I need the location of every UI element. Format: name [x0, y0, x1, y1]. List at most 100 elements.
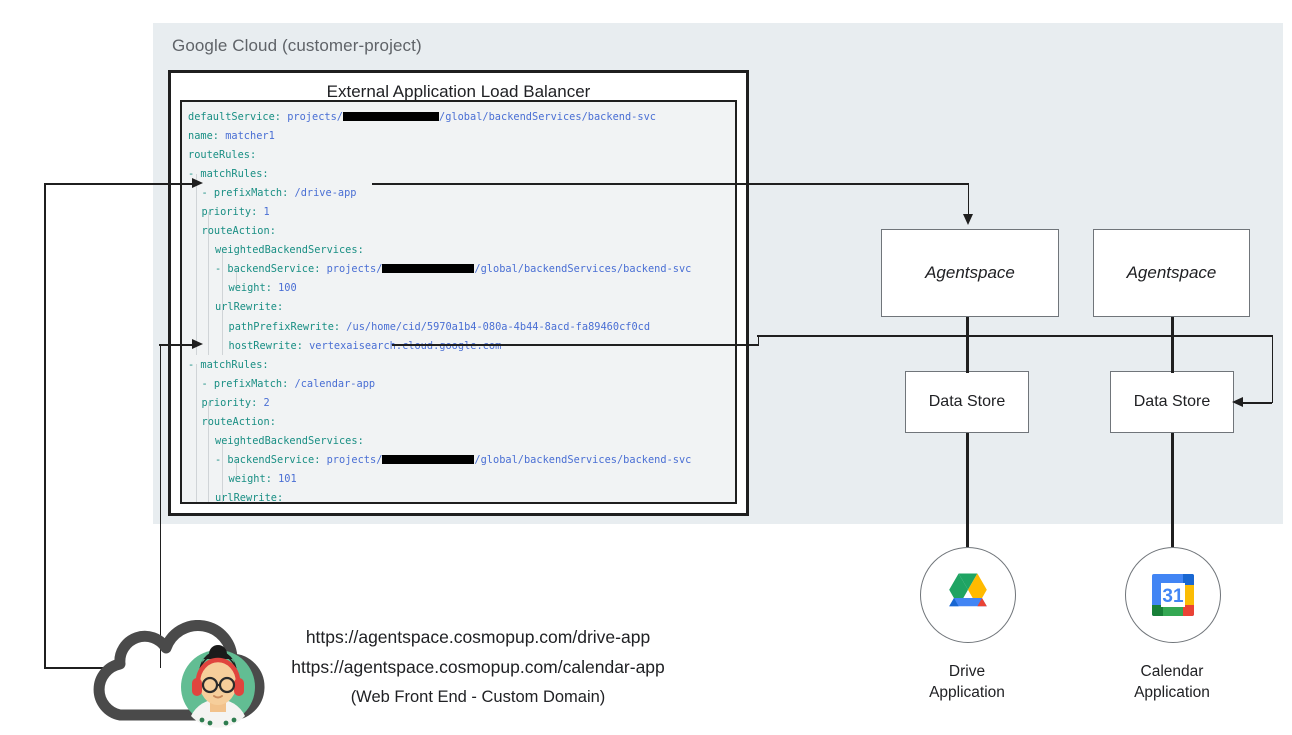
url-map-yaml-panel: defaultService: projects//global/backend… [180, 100, 737, 504]
yaml-token: pathPrefixRewrite: [228, 320, 347, 333]
yaml-token: - matchRules: [188, 358, 269, 371]
connector-calendar-route-horizontal-1 [392, 344, 759, 346]
yaml-line: urlRewrite: [188, 298, 691, 317]
yaml-token: - backendService: [215, 453, 327, 466]
drive-application-line1: Drive [948, 663, 986, 680]
connector-calendar-route-horizontal-2 [757, 335, 1273, 337]
yaml-line: - prefixMatch: /calendar-app [188, 375, 691, 394]
yaml-token: projects/ [326, 263, 383, 276]
datastore-left-node[interactable]: Data Store [905, 371, 1029, 433]
yaml-line: weightedBackendServices: [188, 432, 691, 451]
yaml-line: weightedBackendServices: [188, 241, 691, 260]
yaml-token: hostRewrite: [228, 339, 310, 352]
indent-guide [196, 364, 197, 502]
yaml-line: priority: 1 [188, 203, 691, 222]
front-end-note: (Web Front End - Custom Domain) [350, 688, 606, 706]
yaml-token: priority: [201, 206, 264, 219]
calendar-application-line2: Application [1134, 684, 1210, 701]
connector-user-trunk-inner [159, 344, 162, 668]
indent-guide [208, 212, 209, 355]
connector-calendar-route-arrowhead [1232, 397, 1243, 407]
yaml-token: /calendar-app [294, 377, 376, 390]
connector-user-trunk-outer [44, 183, 46, 668]
agentspace-right-label: Agentspace [1126, 263, 1217, 282]
yaml-token: - prefixMatch: [201, 377, 295, 390]
yaml-line: priority: 2 [188, 394, 691, 413]
yaml-line: weight: 101 [188, 470, 691, 489]
yaml-code-text: defaultService: projects//global/backend… [188, 108, 692, 504]
yaml-token: - matchRules: [188, 168, 269, 181]
connector-user-to-calendar-arrowhead [192, 339, 203, 349]
yaml-token: priority: [201, 396, 264, 409]
connector-user-to-drive-arrowhead [192, 178, 203, 188]
google-drive-icon [949, 573, 987, 607]
web-front-end-user-illustration [78, 619, 278, 730]
yaml-line: name: matcher1 [188, 127, 691, 146]
google-calendar-icon: 31 [1152, 574, 1194, 616]
load-balancer-title: External Application Load Balancer [326, 82, 591, 101]
yaml-line: weight: 100 [188, 279, 691, 298]
yaml-token: 1 [263, 206, 270, 219]
yaml-token: weightedBackendServices: [215, 244, 364, 257]
agentspace-left-node[interactable]: Agentspace [881, 229, 1059, 317]
redacted-project-id [382, 454, 475, 464]
yaml-token: - backendService: [215, 263, 327, 276]
cloud-icon [93, 619, 265, 721]
datastore-right-node[interactable]: Data Store [1110, 371, 1234, 433]
yaml-token: 101 [278, 472, 297, 485]
connector-datastore-left-to-drive-app [966, 433, 969, 547]
yaml-line: defaultService: projects//global/backend… [188, 108, 691, 127]
front-end-urls: https://agentspace.cosmopup.com/drive-ap… [278, 622, 678, 712]
yaml-line: routeAction: [188, 222, 691, 241]
yaml-token: routeRules: [188, 149, 257, 162]
drive-application-line2: Application [929, 684, 1005, 701]
connector-user-to-drive-rule [44, 183, 195, 185]
drive-application-icon-circle[interactable] [920, 547, 1016, 643]
yaml-token: 2 [263, 396, 270, 409]
agentspace-right-node[interactable]: Agentspace [1093, 229, 1250, 317]
yaml-line: - backendService: projects//global/backe… [188, 260, 691, 279]
calendar-application-caption: Calendar Application [1092, 661, 1252, 703]
connector-agentspace-right-to-datastore [1171, 317, 1174, 373]
yaml-token: projects/ [326, 453, 383, 466]
url-drive-app: https://agentspace.cosmopup.com/drive-ap… [305, 627, 651, 647]
agentspace-left-label: Agentspace [925, 263, 1015, 282]
connector-agentspace-left-to-datastore [966, 317, 969, 373]
yaml-line: routeRules: [188, 146, 691, 165]
yaml-token: routeAction: [201, 415, 276, 428]
yaml-line: - matchRules: [188, 165, 691, 184]
svg-text:31: 31 [1162, 586, 1184, 607]
indent-guide [222, 440, 223, 502]
calendar-application-icon-circle[interactable]: 31 [1125, 547, 1221, 643]
yaml-token: - prefixMatch: [201, 187, 295, 200]
yaml-line: - matchRules: [188, 356, 691, 375]
yaml-token: urlRewrite: [215, 301, 284, 314]
datastore-right-label: Data Store [1133, 393, 1211, 410]
connector-user-to-calendar-rule [159, 344, 195, 346]
redacted-project-id [382, 264, 475, 274]
url-calendar-app: https://agentspace.cosmopup.com/calendar… [291, 657, 665, 677]
yaml-token: weightedBackendServices: [215, 434, 364, 447]
connector-datastore-right-to-calendar-app [1171, 433, 1174, 547]
yaml-token: urlRewrite: [215, 491, 284, 504]
connector-drive-route-horizontal [372, 183, 969, 185]
datastore-left-label: Data Store [928, 393, 1006, 410]
connector-calendar-route-vertical [1271, 335, 1274, 403]
yaml-token: /us/home/cid/5970a1b4-080a-4b44-8acd-fa8… [346, 320, 651, 333]
yaml-line: urlRewrite: [188, 489, 691, 504]
indent-guide [208, 402, 209, 502]
yaml-token: weight: [228, 472, 279, 485]
connector-user-entry [44, 667, 119, 669]
connector-drive-route-arrowhead [963, 214, 973, 225]
connector-calendar-route-horizontal-3 [1242, 402, 1272, 404]
yaml-token: routeAction: [201, 225, 276, 238]
yaml-token: name: [188, 130, 226, 143]
yaml-token: /global/backendServices/backend-svc [474, 453, 692, 466]
yaml-line: pathPrefixRewrite: /us/home/cid/5970a1b4… [188, 318, 691, 337]
yaml-token: projects/ [287, 111, 343, 123]
indent-guide [236, 269, 237, 289]
user-avatar-icon [181, 645, 255, 728]
yaml-token: 100 [278, 282, 297, 295]
yaml-line: - prefixMatch: /drive-app [188, 184, 691, 203]
